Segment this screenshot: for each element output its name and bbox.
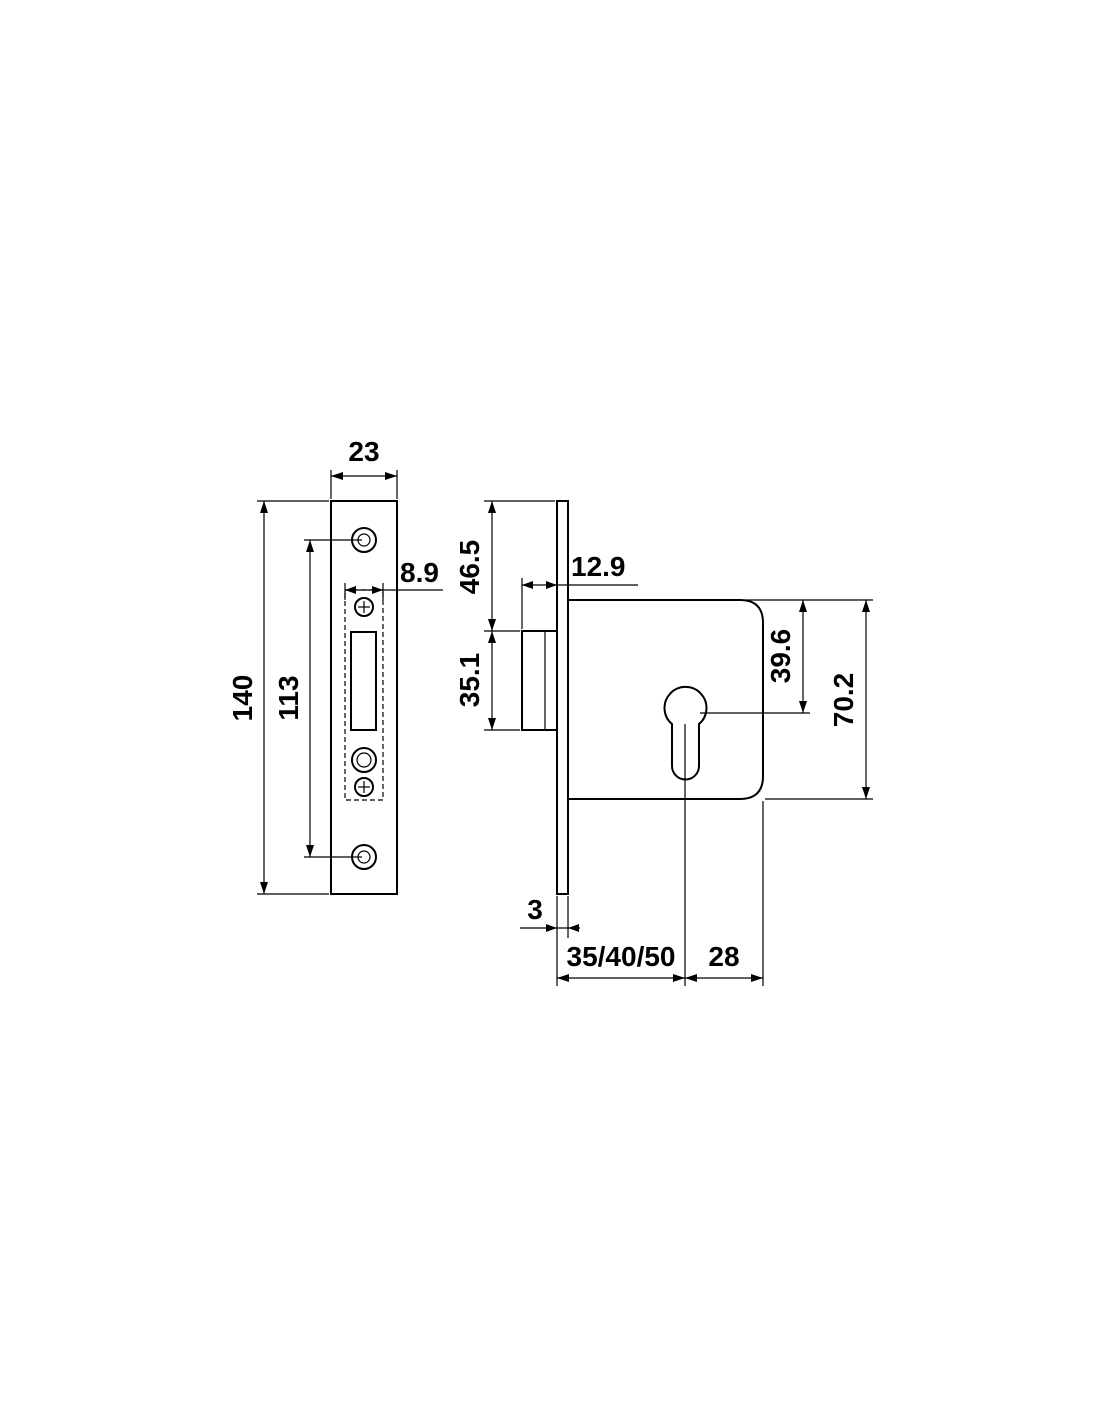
dim-label-case-height: 70.2 xyxy=(828,673,859,728)
dimension-bolt-slot-offset: 8.9 xyxy=(344,557,443,600)
dim-label-faceplate-height: 140 xyxy=(227,675,258,722)
dimension-faceplate-width: 23 xyxy=(330,436,398,499)
dim-label-bolt-height: 35.1 xyxy=(454,653,485,708)
cross-screw-bottom-icon xyxy=(354,777,374,797)
dimension-case-height: 70.2 xyxy=(765,599,873,800)
dim-label-cylinder-center-height: 39.6 xyxy=(765,629,796,684)
middle-round-hole xyxy=(351,747,377,773)
faceplate-front-view xyxy=(330,500,398,895)
dim-label-bolt-slot-offset: 8.9 xyxy=(400,557,439,588)
lock-side-view xyxy=(521,500,764,895)
dimension-backset: 35/40/50 xyxy=(556,724,686,986)
faceplate-outline xyxy=(330,500,398,895)
dim-label-bolt-projection: 12.9 xyxy=(571,551,626,582)
dim-label-cylinder-to-back: 28 xyxy=(708,941,739,972)
dim-label-faceplate-width: 23 xyxy=(348,436,379,467)
dimension-faceplate-height: 140 xyxy=(227,500,329,895)
dim-label-backset: 35/40/50 xyxy=(567,941,676,972)
dim-label-faceplate-thickness: 3 xyxy=(527,894,543,925)
lock-case xyxy=(568,599,764,800)
deadbolt xyxy=(521,630,558,731)
bolt-slot xyxy=(350,631,377,731)
dim-label-top-to-bolt: 46.5 xyxy=(454,540,485,595)
cross-screw-top-icon xyxy=(354,597,374,617)
euro-cylinder-keyhole-icon xyxy=(663,686,708,781)
dimension-faceplate-thickness: 3 xyxy=(520,894,580,938)
dimension-top-to-bolt: 46.5 xyxy=(454,500,555,632)
dim-label-screw-spacing: 113 xyxy=(273,675,304,720)
dimension-bolt-projection: 12.9 xyxy=(521,551,638,629)
dimension-screw-spacing: 113 xyxy=(273,539,362,858)
dimension-bolt-height: 35.1 xyxy=(454,631,520,731)
dimension-cylinder-center-height: 39.6 xyxy=(700,599,810,714)
dimension-cylinder-to-back: 28 xyxy=(685,801,764,986)
faceplate-side xyxy=(556,500,569,895)
